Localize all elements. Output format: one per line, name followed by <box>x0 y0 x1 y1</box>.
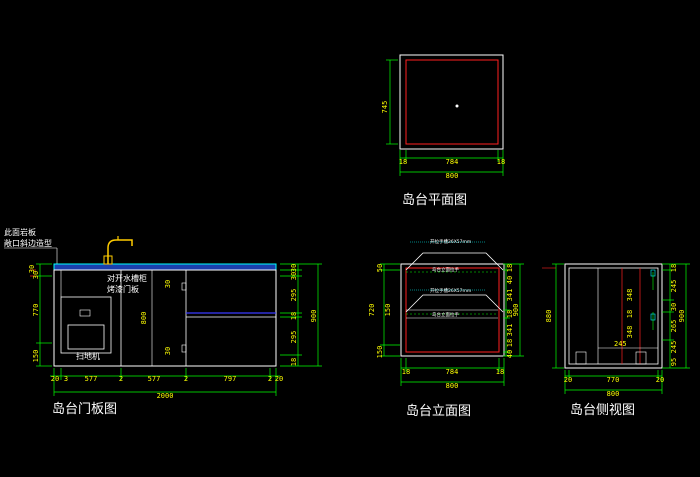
elev-bar-1: 岛台立面拉手 <box>432 266 459 273</box>
elev-right-dim-5: 341 <box>506 324 514 337</box>
plan-dim-left: 18 <box>399 158 407 166</box>
plan-view: 745 18 784 18 800 岛台平面图 <box>381 54 505 208</box>
elev-right-dim-3: 341 <box>506 289 514 302</box>
door-bottom-dim-2: 3 <box>64 375 68 383</box>
note-bevel-edge: 敞口斜边造型 <box>4 238 52 248</box>
door-bottom-dim-7: 797 <box>224 375 237 383</box>
plan-dim-right: 18 <box>497 158 505 166</box>
side-right-dim-3: 30 <box>670 303 678 311</box>
side-mid-small: 245 <box>614 340 627 348</box>
side-mid-2: 18 <box>626 310 634 318</box>
elev-left-dim-3: 150 <box>376 346 384 359</box>
robot-label: 扫地机 <box>76 351 100 361</box>
side-left-dim: 880 <box>545 310 553 323</box>
paint-door-label: 烤漆门板 <box>107 284 139 294</box>
elev-bottom-dim-1: 18 <box>402 368 410 376</box>
door-bottom-dim-4: 2 <box>119 375 123 383</box>
door-bottom-dim-8: 2 <box>268 375 272 383</box>
side-title: 岛台侧视图 <box>570 402 635 418</box>
side-bottom-dim-2: 770 <box>607 376 620 384</box>
side-right-total: 900 <box>678 310 686 323</box>
door-bottom-total: 2000 <box>157 392 174 400</box>
elevation-title: 岛台立面图 <box>406 403 471 419</box>
door-title: 岛台门板图 <box>52 401 117 417</box>
door-bottom-dim-1: 20 <box>51 375 59 383</box>
door-right-dim-2: 30 <box>290 272 298 280</box>
elev-right-dim-4: 18 <box>506 310 514 318</box>
side-mid-3: 348 <box>626 326 634 339</box>
side-right-dim-2: 245 <box>670 280 678 293</box>
door-right-dim-5: 295 <box>290 331 298 344</box>
door-bottom-dim-3: 577 <box>85 375 98 383</box>
side-right-dim-6: 95 <box>670 358 678 366</box>
door-right-dim-3: 295 <box>290 289 298 302</box>
door-left-inner-2: 30 <box>164 347 172 355</box>
side-right-dim-1: 18 <box>670 264 678 272</box>
side-right-dim-5: 245 <box>670 341 678 354</box>
door-left-dim-mid: 770 <box>32 304 40 317</box>
side-bottom-total: 800 <box>607 390 620 398</box>
elev-right-dim-6: 18 <box>506 339 514 347</box>
elevation-view: 开拉手槽26X57mm 开拉手槽26X57mm 岛台立面拉手 岛台立面拉手 50… <box>368 238 524 419</box>
elev-top-label: 开拉手槽26X57mm <box>430 238 471 245</box>
note-stone-top: 此面岩板 <box>4 227 36 237</box>
door-bottom-dim-6: 2 <box>184 375 188 383</box>
elev-right-dim-1: 18 <box>506 264 514 272</box>
side-view: 348 18 348 245 880 18 245 30 265 245 95 … <box>542 263 690 418</box>
sink-door-label: 对开水槽柜 <box>107 273 147 283</box>
door-left-dim-a: 30 <box>28 265 36 273</box>
elev-bottom-dim-2: 784 <box>446 368 459 376</box>
plan-title: 岛台平面图 <box>402 192 467 208</box>
side-right-dim-4: 265 <box>670 320 678 333</box>
elev-left-dim-4: 150 <box>384 304 392 317</box>
elev-right-dim-2: 40 <box>506 276 514 284</box>
door-right-dim-1: 30 <box>290 264 298 272</box>
elev-mid-label: 开拉手槽26X57mm <box>430 287 471 294</box>
door-right-dim-total: 900 <box>310 310 318 323</box>
door-bottom-dim-9: 20 <box>275 375 283 383</box>
door-right-dim-6: 18 <box>290 358 298 366</box>
plan-side-dim: 745 <box>381 101 389 114</box>
side-bottom-dim-1: 20 <box>564 376 572 384</box>
door-inner-height: 800 <box>140 312 148 325</box>
side-bottom-dim-3: 20 <box>656 376 664 384</box>
elev-bar-2: 岛台立面拉手 <box>432 311 459 318</box>
door-left-dim-bottom: 150 <box>32 350 40 363</box>
elev-right-dim-7: 40 <box>506 350 514 358</box>
elev-bottom-dim-3: 18 <box>496 368 504 376</box>
door-left-dim-b: 30 <box>32 271 40 279</box>
door-left-inner-1: 30 <box>164 280 172 288</box>
elev-left-dim-2: 720 <box>368 304 376 317</box>
door-panel-view: 此面岩板 敞口斜边造型 扫地机 对开水槽柜 烤漆门板 800 30 <box>4 227 322 417</box>
elev-right-total: 900 <box>512 304 520 317</box>
elev-bottom-total: 800 <box>446 382 459 390</box>
plan-dim-mid: 784 <box>446 158 459 166</box>
side-mid-1: 348 <box>626 289 634 302</box>
plan-dim-total: 800 <box>446 172 459 180</box>
elev-left-dim-1: 50 <box>376 264 384 272</box>
door-bottom-dim-5: 577 <box>148 375 161 383</box>
door-right-dim-4: 18 <box>290 312 298 320</box>
